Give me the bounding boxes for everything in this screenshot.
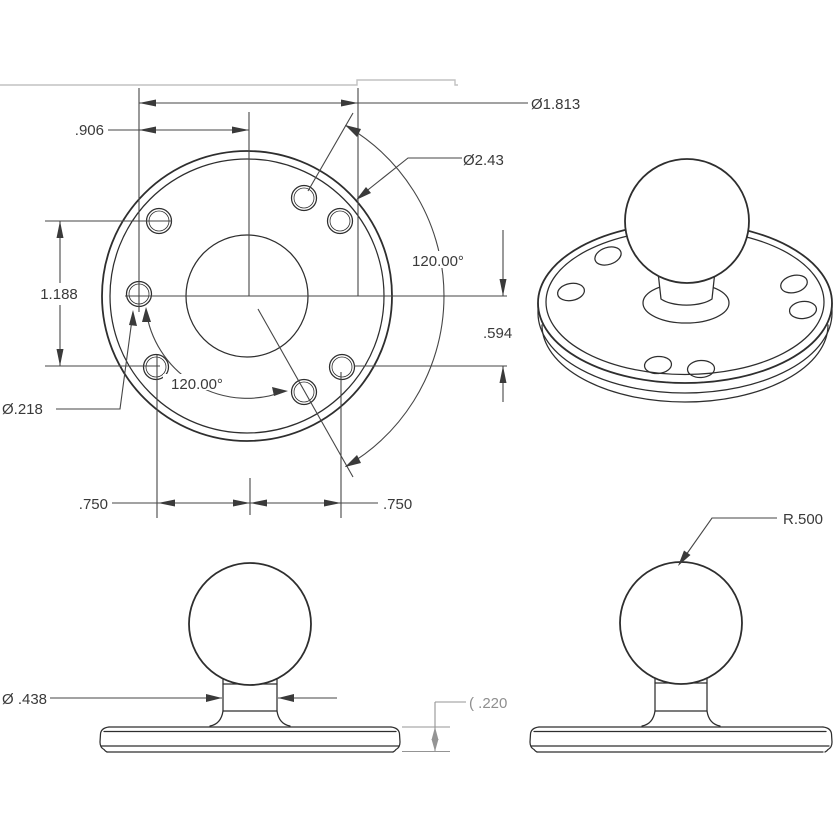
dim-hole-offset-horizontal-label: .906 — [75, 122, 104, 139]
side-right-ball — [619, 561, 743, 685]
iso-plate-side — [537, 302, 833, 394]
dim-ball-radius-label: R.500 — [783, 511, 823, 528]
iso-ball — [624, 158, 750, 284]
dim-angle-upper-right: 120.00° — [257, 112, 471, 478]
dim-bolt-circle-label: Ø1.813 — [531, 96, 580, 113]
iso-plate-bottom-edge — [541, 324, 829, 403]
dim-small-hole-label: Ø.218 — [2, 401, 43, 418]
dim-hole-offset-right-label: .750 — [383, 496, 412, 513]
dim-angle-lower-left: 120.00° — [142, 307, 288, 399]
extension-lines — [45, 88, 507, 518]
dim-angle-lower-left-label: 120.00° — [171, 376, 223, 393]
dim-base-thickness-ref-label: ( .220 — [469, 695, 507, 712]
front-view: Ø1.813 .906 1.188 Ø.218 — [2, 88, 580, 518]
dim-small-hole: Ø.218 — [2, 310, 137, 418]
dim-hole-offsets-bottom: .750 .750 — [79, 496, 412, 513]
dim-center-to-row-label: .594 — [483, 325, 512, 342]
side-right-base — [529, 726, 833, 753]
dim-base-thickness-ref: ( .220 — [402, 695, 507, 753]
dim-hole-row-spacing-label: 1.188 — [40, 286, 78, 303]
side-view-right: R.500 — [529, 511, 833, 753]
dim-post-diameter: Ø .438 — [2, 691, 337, 708]
dim-ball-radius: R.500 — [678, 511, 823, 566]
dim-bolt-circle: Ø1.813 — [139, 96, 580, 113]
dim-angle-upper-right-label: 120.00° — [412, 253, 464, 270]
dim-post-diameter-label: Ø .438 — [2, 691, 47, 708]
side-left-base — [99, 726, 401, 753]
mounting-holes — [125, 184, 356, 406]
dim-hole-offset-horizontal: .906 — [75, 122, 249, 139]
dim-hole-offset-left-label: .750 — [79, 496, 108, 513]
dim-plate-diameter-label: Ø2.43 — [463, 152, 504, 169]
iso-holes — [556, 246, 818, 379]
side-view-left: Ø .438 ( .220 — [2, 562, 507, 753]
isometric-view — [537, 158, 833, 403]
viewport-artifact-line — [0, 79, 458, 86]
side-left-ball — [188, 562, 312, 686]
dim-hole-row-spacing: 1.188 — [40, 221, 78, 366]
dim-center-to-row: .594 — [483, 230, 512, 402]
dim-plate-diameter: Ø2.43 — [356, 152, 504, 200]
